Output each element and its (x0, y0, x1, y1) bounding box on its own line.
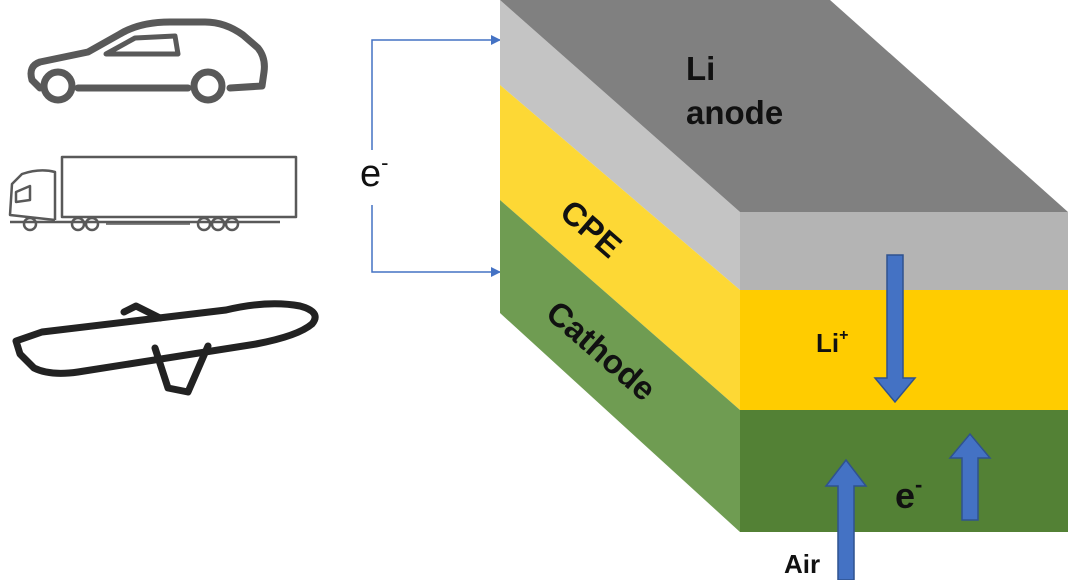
cpe-side-face (500, 85, 740, 410)
cathode-side-face (500, 200, 740, 532)
electron-wire-label: e- (360, 150, 388, 195)
air-label: Air (784, 549, 820, 579)
anode-label-line1: Li (686, 50, 715, 87)
air-arrow (824, 458, 868, 580)
electron-wire (371, 35, 501, 277)
anode-top-face (500, 0, 1068, 212)
electron-cathode-arrow (948, 432, 992, 521)
truck-icon (8, 155, 298, 232)
electron-cathode-label: e- (895, 472, 922, 516)
li-ion-label: Li+ (816, 327, 848, 358)
cathode-front-face (740, 410, 1068, 532)
anode-side-face (500, 0, 740, 290)
li-ion-arrow (873, 254, 917, 404)
car-icon (27, 18, 268, 104)
airplane-icon (12, 300, 319, 396)
anode-label-line2: anode (686, 94, 783, 131)
anode-front-face (740, 212, 1068, 290)
